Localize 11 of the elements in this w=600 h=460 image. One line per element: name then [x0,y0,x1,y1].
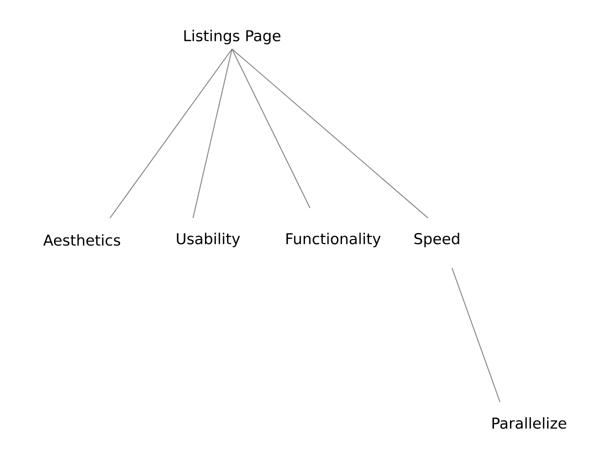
node-label: Usability [176,232,240,248]
connector-line [192,48,232,218]
node-label: Functionality [286,232,381,248]
connector-line [232,48,428,218]
node-label: Aesthetics [43,234,120,246]
connector-line [110,48,232,218]
connector-line [232,48,310,208]
node-label: Parallelize [492,417,566,429]
node-label: Speed [414,232,460,248]
connector-line [452,268,500,402]
node-label: Listings Page [184,30,280,44]
